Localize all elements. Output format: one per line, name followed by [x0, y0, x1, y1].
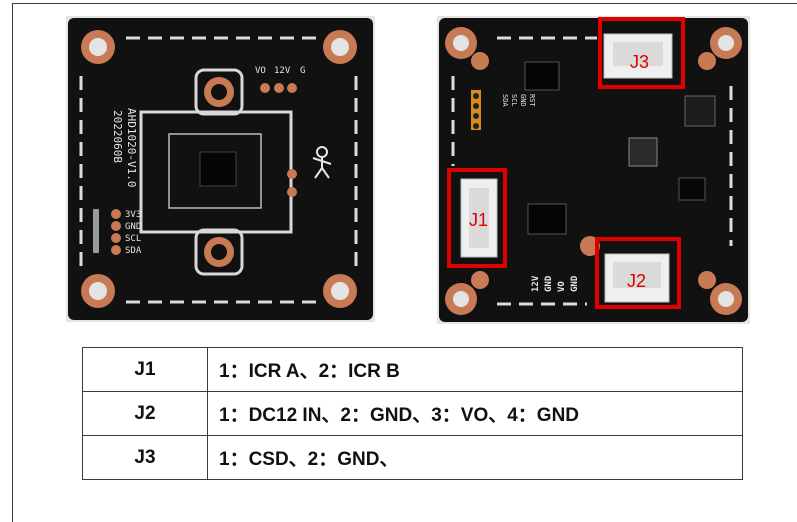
front-side-pin-sda: SDA: [125, 246, 142, 256]
mounting-holes: [81, 30, 357, 308]
back-bottom-pin-vo: VO: [557, 281, 567, 292]
connector-cell: J1: [82, 347, 208, 392]
lens-screw-pads: [194, 68, 244, 276]
front-pin-label-12v: 12V: [274, 66, 291, 76]
front-top-connector: [260, 83, 297, 93]
mounting-holes: [445, 27, 742, 315]
front-side-connector: [93, 209, 121, 255]
sensor-outline: [168, 133, 262, 209]
board-edge-marks: [451, 36, 733, 306]
board-edge-marks: [79, 36, 358, 304]
back-top-pin-sda: SDA: [501, 94, 509, 107]
page-frame-top: [12, 3, 797, 4]
front-pin-label-g: G: [300, 66, 305, 76]
pin-assignment-table: J1 1：ICR A、2：ICR B J2 1：DC12 IN、2：GND、3：…: [82, 347, 743, 480]
front-side-pin-gnd: GND: [125, 222, 141, 232]
table-row: J1 1：ICR A、2：ICR B: [82, 347, 743, 392]
j2-tag: J2: [627, 271, 646, 291]
back-bottom-pin-gnd-2: GND: [570, 275, 580, 292]
j3-highlight-box: [598, 17, 685, 89]
white-connectors: [460, 33, 673, 303]
j2-highlight-box: [595, 237, 681, 309]
back-top-pin-scl: SCL: [510, 94, 518, 107]
ic-chips: [524, 61, 716, 235]
page-frame-left: [12, 3, 13, 522]
j3-tag: J3: [630, 52, 649, 72]
pins-cell: 1：ICR A、2：ICR B: [207, 347, 743, 392]
pins-cell: 1：DC12 IN、2：GND、3：VO、4：GND: [207, 391, 743, 436]
board-back-drawing: SDA SCL GND RST 12V GND VO GND J3 J1 J2: [437, 16, 750, 324]
back-top-pin-rst: RST: [528, 94, 536, 107]
front-model-text: AHD1020-V1.0: [125, 108, 138, 187]
front-side-pin-scl: SCL: [125, 234, 141, 244]
back-header: [471, 90, 481, 130]
table-row: J3 1：CSD、2：GND、: [82, 435, 743, 480]
board-back-photo: SDA SCL GND RST 12V GND VO GND J3 J1 J2: [437, 16, 750, 324]
board-front-photo: VO 12V G AHD1020-V1.0 2022060B 3V3 GND S…: [66, 16, 375, 322]
image-sensor-chip: [199, 151, 237, 187]
side-pads: [287, 169, 297, 197]
connector-cell: J2: [82, 391, 208, 436]
table-row: J2 1：DC12 IN、2：GND、3：VO、4：GND: [82, 391, 743, 436]
board-front-drawing: VO 12V G AHD1020-V1.0 2022060B 3V3 GND S…: [66, 16, 375, 322]
j1-tag: J1: [469, 210, 488, 230]
front-side-pin-3v3: 3V3: [125, 210, 141, 220]
back-top-pin-gnd: GND: [519, 94, 527, 107]
back-bottom-pin-12v: 12V: [531, 275, 541, 292]
stick-figure-logo: [312, 146, 332, 179]
front-date-text: 2022060B: [111, 110, 124, 163]
back-bottom-pin-gnd-1: GND: [544, 275, 554, 292]
pins-cell: 1：CSD、2：GND、: [207, 435, 743, 480]
j1-highlight-box: [447, 168, 507, 268]
pcb-board: [439, 18, 748, 322]
front-pin-label-vo: VO: [255, 66, 266, 76]
connector-cell: J3: [82, 435, 208, 480]
